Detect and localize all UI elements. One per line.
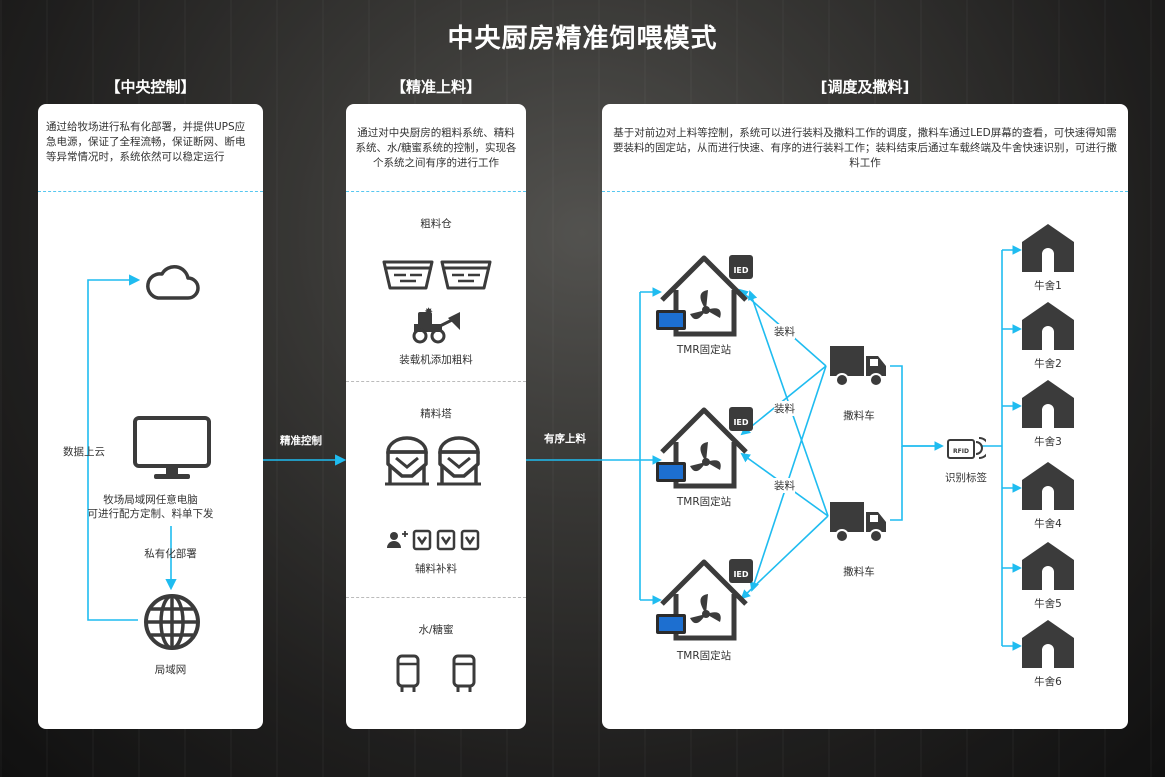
barn-icon bbox=[1022, 620, 1074, 668]
cloud-icon bbox=[146, 265, 200, 300]
silo-tower-icon-2 bbox=[437, 436, 481, 486]
desktop-computer-icon bbox=[133, 416, 211, 479]
pc-label-2: 可进行配方定制、料单下发 bbox=[87, 508, 214, 520]
barn-3: 牛舍3 bbox=[1020, 378, 1076, 449]
tmr-station-label-3: TMR固定站 bbox=[676, 650, 732, 662]
feeding-desc: 通过对中央厨房的粗料系统、精料系统、水/糖蜜系统的控制，实现各个系统之间有序的进… bbox=[346, 104, 526, 192]
led-text-3: IED bbox=[733, 570, 748, 579]
tmr-station-icon-1 bbox=[656, 255, 748, 337]
barn-icon bbox=[1022, 380, 1074, 428]
led-screen-icon-1: IED bbox=[729, 255, 753, 279]
molasses-tank-icon bbox=[452, 654, 476, 692]
barn-label: 牛舍2 bbox=[1034, 358, 1062, 370]
fine-tower-title: 精料塔 bbox=[420, 408, 452, 420]
water-title: 水/糖蜜 bbox=[418, 624, 454, 636]
divider-2 bbox=[346, 597, 526, 598]
coarse-bin-icon bbox=[382, 260, 434, 290]
ordered-feeding-label: 有序上料 bbox=[544, 433, 586, 445]
barn-2: 牛舍2 bbox=[1020, 300, 1076, 371]
feeding-title: 【精准上料】 bbox=[390, 78, 481, 96]
central-control-panel: 通过给牧场进行私有化部署，并提供UPS应急电源，保证了全程流畅，保证断网、断电等… bbox=[38, 104, 263, 729]
tmr-station-icon-2 bbox=[656, 407, 748, 489]
rfid-label: 识别标签 bbox=[945, 472, 987, 484]
truck-icon-2 bbox=[830, 502, 886, 543]
tmr-station-label-1: TMR固定站 bbox=[676, 344, 732, 356]
central-control-desc: 通过给牧场进行私有化部署，并提供UPS应急电源，保证了全程流畅，保证断网、断电等… bbox=[38, 104, 263, 192]
wheel-loader-icon bbox=[412, 307, 460, 344]
aux-caption: 辅料补料 bbox=[415, 563, 457, 575]
precise-control-label: 精准控制 bbox=[280, 435, 322, 447]
central-control-title: 【中央控制】 bbox=[105, 78, 196, 96]
barn-icon bbox=[1022, 542, 1074, 590]
led-screen-icon-3: IED bbox=[729, 559, 753, 583]
barn-label: 牛舍3 bbox=[1034, 436, 1062, 448]
barn-icon bbox=[1022, 224, 1074, 272]
barn-6: 牛舍6 bbox=[1020, 618, 1076, 689]
rfid-tag-icon: RFID bbox=[947, 437, 986, 459]
barn-label: 牛舍4 bbox=[1034, 518, 1062, 530]
lan-label: 局域网 bbox=[154, 664, 187, 676]
led-text-2: IED bbox=[733, 418, 748, 427]
rfid-text: RFID bbox=[953, 448, 969, 455]
central-flow-lines bbox=[87, 274, 177, 621]
load-label-2: 装料 bbox=[774, 401, 795, 416]
truck-label-1: 撒料车 bbox=[843, 410, 875, 422]
barn-4: 牛舍4 bbox=[1020, 460, 1076, 531]
barn-1: 牛舍1 bbox=[1020, 222, 1076, 293]
pc-label-1: 牧场局域网任意电脑 bbox=[103, 494, 198, 506]
barn-label: 牛舍5 bbox=[1034, 598, 1062, 610]
tmr-station-label-2: TMR固定站 bbox=[676, 496, 732, 508]
truck-label-2: 撒料车 bbox=[843, 566, 875, 578]
barn-label: 牛舍1 bbox=[1034, 280, 1062, 292]
page-title: 中央厨房精准饲喂模式 bbox=[447, 24, 718, 54]
cloud-upload-label: 数据上云 bbox=[63, 446, 105, 458]
barn-icon bbox=[1022, 462, 1074, 510]
load-label-1: 装料 bbox=[774, 324, 795, 339]
loader-caption: 装载机添加粗料 bbox=[399, 354, 473, 366]
globe-icon bbox=[144, 594, 200, 650]
coarse-bin-icon-2 bbox=[440, 260, 492, 290]
dispatch-panel: 基于对前边对上料等控制，系统可以进行装料及撒料工作的调度，撒料车通过LED屏幕的… bbox=[600, 104, 1128, 729]
silo-tower-icon bbox=[385, 436, 429, 486]
led-text-1: IED bbox=[733, 266, 748, 275]
coarse-bin-title: 粗料仓 bbox=[420, 218, 452, 230]
water-tank-icon bbox=[396, 654, 420, 692]
barn-icon bbox=[1022, 302, 1074, 350]
led-screen-icon-2: IED bbox=[729, 407, 753, 431]
load-label-3: 装料 bbox=[774, 478, 795, 493]
barn-label: 牛舍6 bbox=[1034, 676, 1062, 688]
feed-bags-icon bbox=[387, 529, 480, 551]
dispatch-desc: 基于对前边对上料等控制，系统可以进行装料及撒料工作的调度，撒料车通过LED屏幕的… bbox=[602, 104, 1128, 192]
private-deploy-label: 私有化部署 bbox=[144, 548, 197, 560]
dispatch-title: [调度及撒料] bbox=[820, 78, 910, 96]
truck-icon-1 bbox=[830, 346, 886, 387]
barn-5: 牛舍5 bbox=[1020, 540, 1076, 611]
tmr-station-icon-3 bbox=[656, 559, 748, 641]
divider-1 bbox=[346, 381, 526, 382]
feeding-panel: 通过对中央厨房的粗料系统、精料系统、水/糖蜜系统的控制，实现各个系统之间有序的进… bbox=[346, 104, 526, 729]
